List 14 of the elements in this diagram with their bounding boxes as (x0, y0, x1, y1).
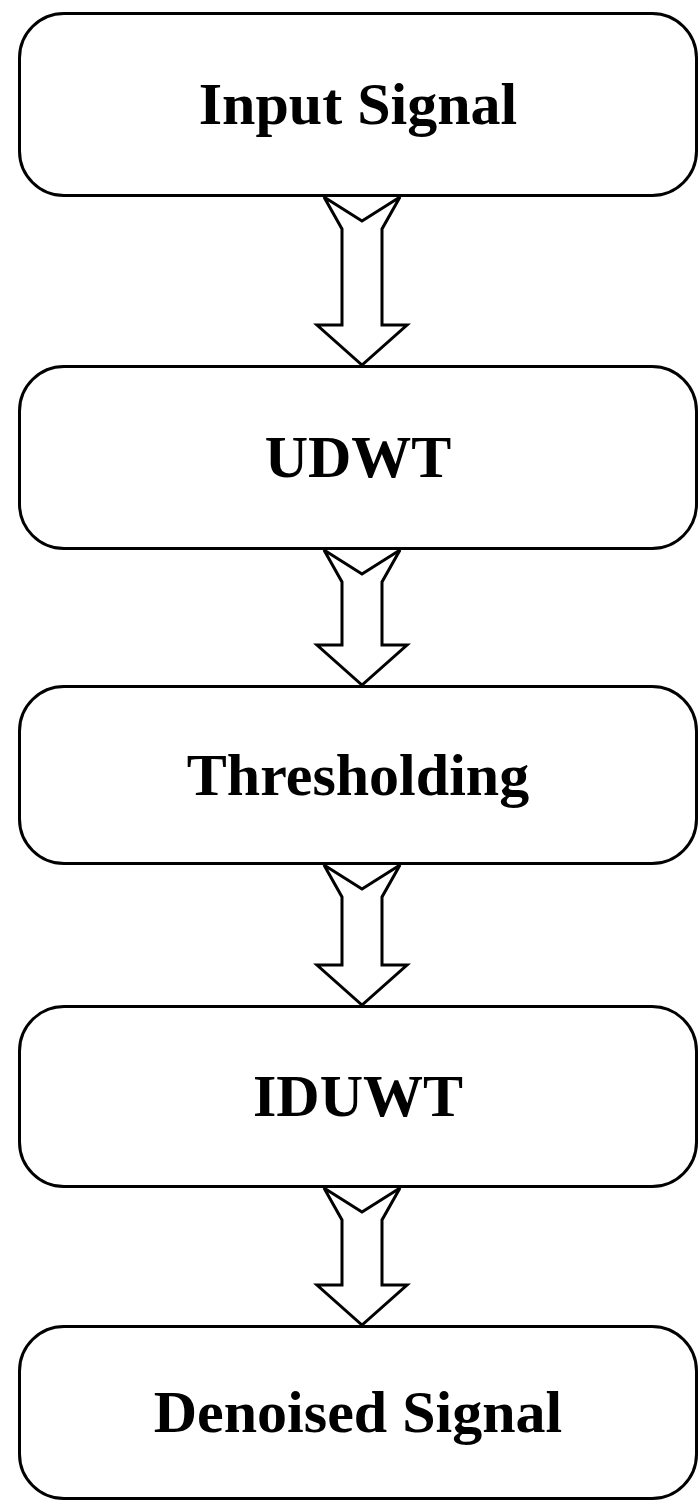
block-arrow (313, 548, 411, 687)
process-box (18, 12, 698, 197)
process-box (18, 1325, 698, 1500)
box-label: IDUWT (253, 1062, 463, 1131)
process-box (18, 1005, 698, 1188)
box-label: UDWT (264, 423, 452, 492)
box-label: Thresholding (186, 740, 530, 810)
block-arrow (313, 863, 411, 1007)
block-arrow (313, 195, 411, 367)
process-box (18, 365, 698, 550)
box-label: Denoised Signal (153, 1378, 563, 1447)
box-label: Input Signal (198, 70, 518, 139)
block-arrow (313, 1186, 411, 1327)
process-box (18, 685, 698, 865)
